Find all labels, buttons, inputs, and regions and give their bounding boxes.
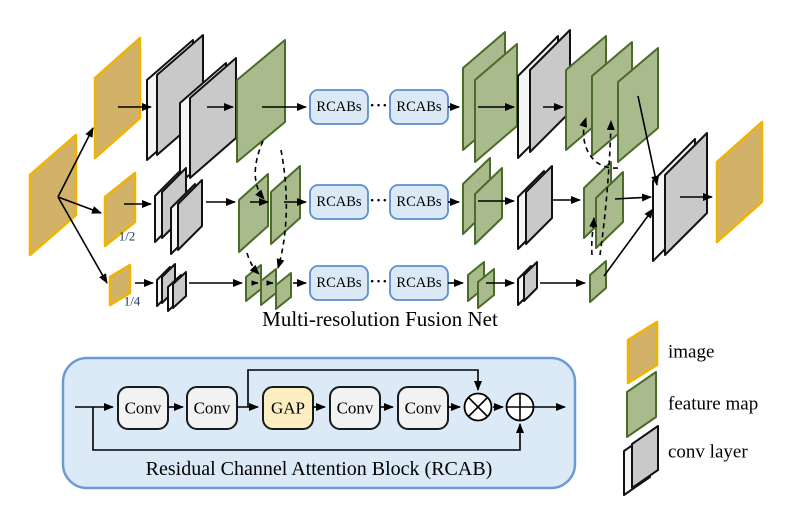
rcabs-label: RCABs: [316, 194, 361, 210]
flow-arrow: [614, 193, 652, 202]
conv-front-face: [523, 261, 538, 302]
flow-arrow: [637, 95, 660, 186]
feature-map: [236, 39, 286, 163]
net-title: Multi-resolution Fusion Net: [262, 307, 498, 331]
flow-arrows: [57, 95, 713, 287]
ellipsis: ···: [369, 274, 388, 291]
feature-map: [595, 171, 624, 249]
conv-box: [186, 386, 238, 430]
rcab-caption: Residual Channel Attention Block (RCAB): [146, 458, 493, 480]
feature-map: [275, 272, 292, 310]
cross-scale-dashed-arrow: [254, 140, 265, 200]
gap-label: GAP: [271, 399, 305, 418]
rcabs-label: RCABs: [396, 99, 441, 115]
legend-image-swatch: [626, 320, 659, 385]
feature-map: [270, 165, 301, 245]
attention-branch: [247, 369, 482, 407]
branch-arrow: [57, 196, 108, 284]
conv-layer: [517, 261, 538, 306]
cross-scale-dashed-arrow: [276, 149, 288, 269]
conv-label: Conv: [337, 399, 374, 418]
branch-arrow: [57, 127, 94, 198]
conv-label: Conv: [405, 399, 442, 418]
rcabs-label: RCABs: [316, 275, 361, 291]
legend-feature-map-label: feature map: [668, 394, 758, 415]
input-image: [28, 133, 78, 257]
feature-map: [260, 268, 277, 306]
conv-label: Conv: [194, 399, 231, 418]
cross-scale-dashed-arrow: [579, 117, 619, 169]
rcabs-block: [309, 89, 369, 125]
conv-layer: [517, 29, 571, 159]
rcabs-label: RCABs: [396, 275, 441, 291]
rcab-block-diagram: Conv Conv GAP Conv Conv Residual Channel…: [61, 356, 577, 490]
fusion-conv-layer: [652, 132, 708, 262]
scale-quarter-label: 1/4: [124, 294, 141, 309]
scale-half-label: 1/2: [119, 229, 136, 244]
add-node: [505, 392, 535, 422]
flow-arrow: [603, 208, 654, 277]
ellipsis: ···: [369, 98, 388, 115]
feature-map: [474, 167, 503, 245]
rcabs-label: RCABs: [316, 99, 361, 115]
cross-scale-dashed-arrow: [589, 217, 598, 256]
conv-box: [117, 386, 169, 430]
cross-scale-dashed-arrow: [246, 252, 260, 275]
rcabs-block: [309, 184, 369, 220]
conv-layer: [179, 57, 237, 184]
conv-layer: [170, 179, 203, 255]
feature-map: [589, 260, 607, 303]
conv-box: [397, 386, 449, 430]
scale1-image: [93, 36, 142, 160]
cross-scale-dashed-arrow: [599, 120, 615, 256]
legend-conv-swatch: [623, 425, 659, 496]
rcabs-label: RCABs: [396, 194, 441, 210]
conv-front-face: [177, 179, 203, 251]
skip-connection: [92, 407, 524, 451]
conv-layer: [167, 271, 187, 312]
feature-map: [238, 173, 269, 253]
branch-arrow: [57, 196, 102, 214]
feature-map: [617, 47, 659, 163]
cross-scale-arrows: [246, 117, 619, 275]
scale3-image: [108, 263, 132, 307]
conv-front-face: [664, 132, 708, 256]
rcabs-block: [309, 265, 369, 301]
conv-box: [329, 386, 381, 430]
conv-label: Conv: [125, 399, 162, 418]
conv-front-face: [525, 165, 553, 245]
conv-layer: [517, 165, 553, 250]
output-image: [715, 120, 764, 244]
legend: image feature map conv layer: [623, 320, 758, 496]
conv-front-face: [631, 425, 659, 489]
multiply-icon: [467, 396, 489, 418]
legend-image-label: image: [668, 342, 714, 363]
fusion-net-diagram: RCABs RCABs RCABs RCABs RCABs RCABs ··· …: [28, 29, 764, 331]
legend-conv-layer-label: conv layer: [668, 442, 748, 463]
ellipsis: ···: [369, 193, 388, 210]
gap-box: [262, 386, 314, 430]
legend-feature-swatch: [626, 371, 657, 438]
conv-front-face: [172, 271, 187, 309]
multiply-node: [463, 392, 493, 422]
feature-map: [477, 268, 495, 309]
scale2-image: [103, 171, 137, 248]
